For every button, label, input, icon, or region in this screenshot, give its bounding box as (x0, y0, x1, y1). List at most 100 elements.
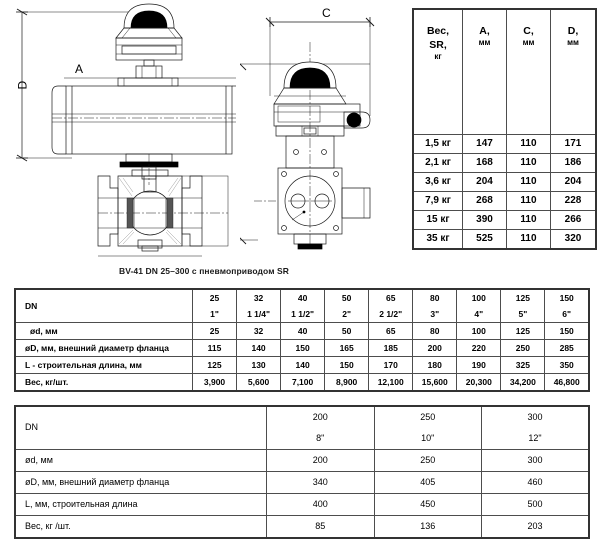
dn25-150-specifications-table-wrapper: DN 25 32 40 50 65 80 100 125 150 1" 1 1/… (14, 288, 590, 392)
cell-dn-mm: 200 (266, 405, 375, 428)
cell-dn-mm: 300 (481, 405, 590, 428)
cell-bore-d: 125 (500, 322, 546, 340)
cell-flange-d: 250 (500, 339, 546, 357)
table-header-row: Вес, SR, кг A, мм C, мм D, мм (412, 8, 597, 135)
cell-length-l: 170 (368, 356, 414, 374)
cell-length-l: 150 (324, 356, 370, 374)
cell-length-l: 130 (236, 356, 282, 374)
cell-weight: 7,100 (280, 373, 326, 392)
cell-length-l: 325 (500, 356, 546, 374)
cell-flange-d: 220 (456, 339, 502, 357)
cell-weight: 34,200 (500, 373, 546, 392)
technical-drawings-panel: D A C (0, 0, 408, 262)
cell-bore-d: 65 (368, 322, 414, 340)
cell-a: 390 (462, 210, 507, 230)
cell-weight: 20,300 (456, 373, 502, 392)
sr-actuator-dimensions-table-wrapper: Вес, SR, кг A, мм C, мм D, мм 1,5 кг 147… (412, 8, 597, 250)
cell-dn-mm: 250 (373, 405, 482, 428)
table-row: 3,6 кг 204 110 204 (412, 172, 597, 192)
cell-weight: 136 (373, 515, 482, 539)
header-a-line2: мм (478, 38, 491, 48)
cell-d: 186 (550, 153, 597, 173)
header-weight-line1: Вес, (426, 25, 450, 37)
cell-dn-mm: 150 (544, 288, 590, 306)
cell-flange-d: 405 (373, 471, 482, 494)
cell-bore-d: 150 (544, 322, 590, 340)
table-row-flange-d: øD, мм, внешний диаметр фланца 340 405 4… (14, 471, 590, 494)
cell-bore-d: 32 (236, 322, 282, 340)
cell-dn-mm: 40 (280, 288, 326, 306)
cell-d: 320 (550, 229, 597, 250)
cell-flange-d: 115 (191, 339, 238, 357)
header-c-line1: C, (523, 25, 534, 37)
dimension-label-C: C (322, 6, 332, 20)
cell-bore-d: 40 (280, 322, 326, 340)
table-row-weight: Вес, кг/шт. 3,900 5,600 7,100 8,900 12,1… (14, 373, 590, 392)
dn200-300-specifications-table-wrapper: DN 200 250 300 8" 10" 12" ød, мм 200 250… (14, 405, 590, 539)
cell-dn-inch: 1 1/4" (236, 306, 282, 323)
cell-bore-d: 300 (481, 449, 590, 472)
cell-dn-inch: 2 1/2" (368, 306, 414, 323)
cell-flange-d: 460 (481, 471, 590, 494)
table-row: 2,1 кг 168 110 186 (412, 153, 597, 173)
table-row-dn-mm: DN 200 250 300 (14, 405, 590, 450)
cell-length-l: 450 (373, 493, 482, 516)
cell-length-l: 190 (456, 356, 502, 374)
cell-a: 525 (462, 229, 507, 250)
cell-bore-d: 250 (373, 449, 482, 472)
cell-weight: 15,600 (412, 373, 458, 392)
cell-length-l: 180 (412, 356, 458, 374)
table-row-length-l: L - строительная длина, мм 125 130 140 1… (14, 356, 590, 374)
cell-dn-inch: 1 1/2" (280, 306, 326, 323)
cell-dn-mm: 80 (412, 288, 458, 306)
cell-weight: 7,9 кг (412, 191, 463, 211)
cell-weight: 15 кг (412, 210, 463, 230)
cell-weight: 3,6 кг (412, 172, 463, 192)
cell-c: 110 (506, 153, 551, 173)
table-row: 7,9 кг 268 110 228 (412, 191, 597, 211)
cell-flange-d: 285 (544, 339, 590, 357)
cell-flange-d: 200 (412, 339, 458, 357)
cell-d: 228 (550, 191, 597, 211)
cell-dn-mm: 125 (500, 288, 546, 306)
cell-weight: 203 (481, 515, 590, 539)
header-d-line2: мм (567, 38, 579, 48)
row-label-bore-d: ød, мм (14, 322, 193, 340)
cell-c: 110 (506, 172, 551, 192)
header-weight-sr: Вес, SR, кг (412, 8, 463, 135)
cell-dn-inch: 2" (324, 306, 370, 323)
header-c-line2: мм (522, 38, 535, 48)
cell-c: 110 (506, 229, 551, 250)
cell-weight: 8,900 (324, 373, 370, 392)
row-label-dn: DN (14, 288, 193, 323)
table-row-bore-d: ød, мм 25 32 40 50 65 80 100 125 150 (14, 322, 590, 340)
cell-bore-d: 100 (456, 322, 502, 340)
cell-a: 168 (462, 153, 507, 173)
table-row-length-l: L, мм, строительная длина 400 450 500 (14, 493, 590, 516)
cell-bore-d: 80 (412, 322, 458, 340)
cell-dn-mm: 32 (236, 288, 282, 306)
cell-dn-inch: 12" (481, 428, 590, 450)
cell-weight: 2,1 кг (412, 153, 463, 173)
front-view-drawing (240, 0, 408, 262)
cell-length-l: 500 (481, 493, 590, 516)
sr-actuator-dimensions-table: Вес, SR, кг A, мм C, мм D, мм 1,5 кг 147… (412, 8, 597, 250)
header-dim-d: D, мм (550, 8, 597, 135)
header-dim-c: C, мм (506, 8, 551, 135)
table-row-bore-d: ød, мм 200 250 300 (14, 449, 590, 472)
table-row-dn-mm: DN 25 32 40 50 65 80 100 125 150 (14, 288, 590, 323)
cell-dn-inch: 8" (266, 428, 375, 450)
cell-bore-d: 25 (191, 322, 238, 340)
cell-flange-d: 150 (280, 339, 326, 357)
cell-dn-inch: 10" (373, 428, 482, 450)
cell-dn-inch: 5" (500, 306, 546, 323)
cell-flange-d: 165 (324, 339, 370, 357)
cell-dn-inch: 6" (544, 306, 590, 323)
row-label-weight: Вес, кг /шт. (14, 515, 267, 539)
cell-weight: 46,800 (544, 373, 590, 392)
row-label-weight: Вес, кг/шт. (14, 373, 193, 392)
dimension-label-A: A (75, 62, 84, 76)
row-label-length-l: L, мм, строительная длина (14, 493, 267, 516)
cell-c: 110 (506, 191, 551, 211)
cell-a: 204 (462, 172, 507, 192)
